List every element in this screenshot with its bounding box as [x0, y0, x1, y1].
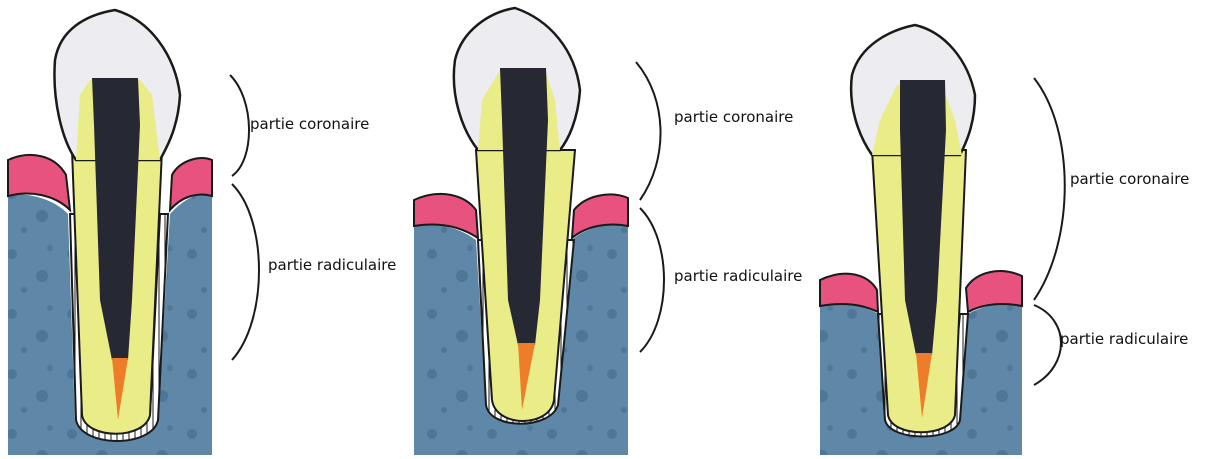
panel-2-radicular-bracket — [640, 208, 664, 352]
panel-1-coronal-bracket — [230, 75, 249, 176]
panel-2-coronal-label: partie coronaire — [674, 108, 793, 126]
panel-2-coronal-bracket — [636, 62, 661, 200]
panel-2-radicular-label: partie radiculaire — [674, 267, 802, 285]
panel-3-coronal-bracket — [1034, 78, 1065, 300]
panel-1-tooth — [8, 10, 212, 455]
panel-1-radicular-label: partie radiculaire — [268, 256, 396, 274]
panel-3-coronal-label: partie coronaire — [1070, 170, 1189, 188]
panel-1-coronal-label: partie coronaire — [250, 115, 369, 133]
panel-3-radicular-label: partie radiculaire — [1060, 330, 1188, 348]
panel-1-radicular-bracket — [232, 184, 259, 360]
panel-2-tooth — [414, 8, 628, 455]
panel-3-tooth — [820, 25, 1022, 455]
panel-3-radicular-bracket — [1034, 305, 1061, 385]
